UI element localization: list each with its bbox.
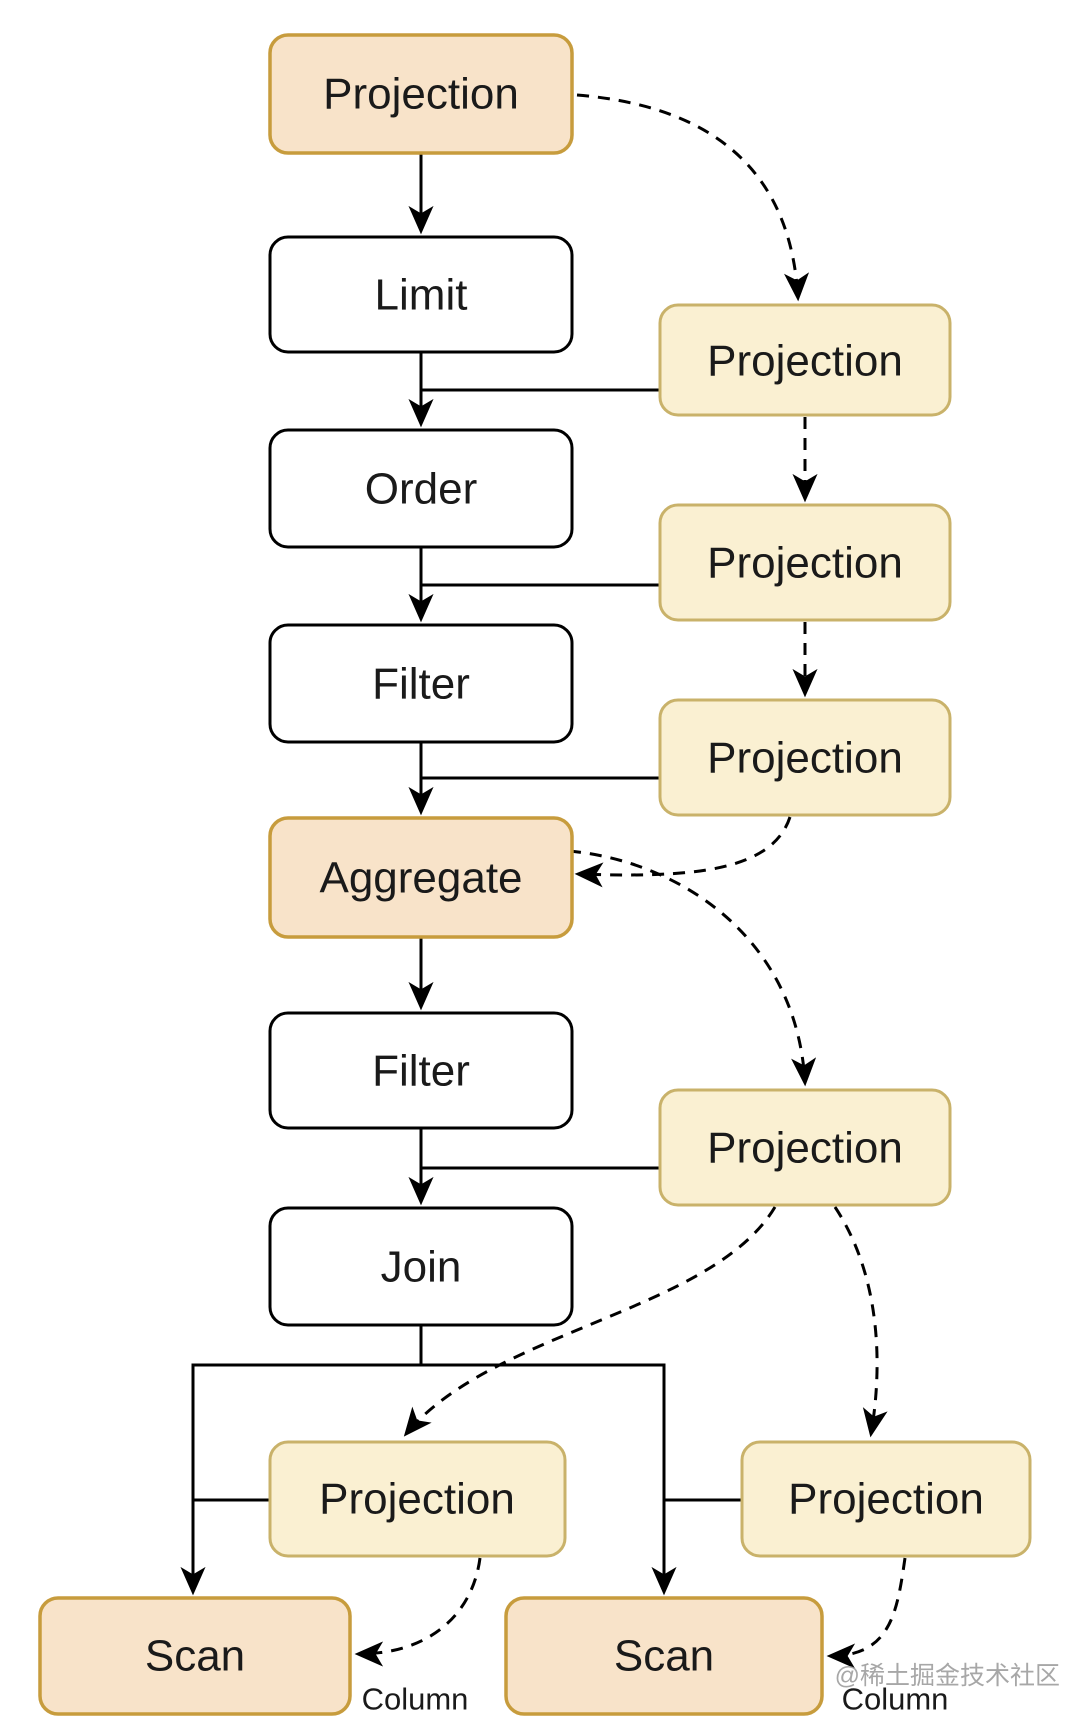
node-projection-right-2-label: Projection [707, 539, 903, 588]
node-join: Join [268, 1206, 574, 1327]
dashed-bottom-left-to-scan-left [354, 1557, 482, 1667]
dashed-projection-right-4-to-bottom-left [403, 1206, 777, 1437]
column-label-left: Column [362, 1682, 469, 1717]
node-projection-bottom-left: Projection [268, 1440, 567, 1558]
node-join-label: Join [381, 1243, 462, 1292]
dashed-bottom-right-to-scan-right [826, 1557, 907, 1669]
node-scan-right: Scan [504, 1596, 824, 1716]
node-filter-lower-label: Filter [372, 1047, 470, 1096]
dashed-root-to-projection-right-1 [576, 93, 810, 302]
node-aggregate: Aggregate [268, 816, 574, 939]
node-scan-left-label: Scan [145, 1632, 245, 1681]
dashed-projection-right-4-to-bottom-right [833, 1206, 888, 1438]
node-filter-upper-label: Filter [372, 660, 470, 709]
node-projection-right-4: Projection [658, 1088, 952, 1207]
node-projection-bottom-right-label: Projection [788, 1475, 984, 1524]
node-order-label: Order [365, 465, 477, 514]
node-aggregate-label: Aggregate [319, 854, 522, 903]
node-scan-right-label: Scan [614, 1632, 714, 1681]
node-projection-right-1-label: Projection [707, 337, 903, 386]
node-projection-right-4-label: Projection [707, 1124, 903, 1173]
node-limit-label: Limit [375, 271, 468, 320]
node-projection-right-3: Projection [658, 698, 952, 817]
dashed-aggregate-to-projection-right-4 [568, 849, 817, 1087]
watermark-text: @稀土掘金技术社区 [835, 1662, 1060, 1690]
node-projection-bottom-left-label: Projection [319, 1475, 515, 1524]
node-scan-left: Scan [38, 1596, 352, 1716]
node-projection-bottom-right: Projection [740, 1440, 1032, 1558]
node-projection-right-3-label: Projection [707, 734, 903, 783]
node-projection-root-label: Projection [323, 70, 519, 119]
column-label-right: Column [842, 1682, 949, 1717]
node-filter-upper: Filter [268, 623, 574, 744]
dashed-projection-right-3-to-aggregate [574, 816, 792, 888]
node-limit: Limit [268, 235, 574, 354]
node-projection-right-2: Projection [658, 503, 952, 622]
node-projection-root: Projection [268, 33, 574, 155]
node-filter-lower: Filter [268, 1011, 574, 1130]
node-projection-right-1: Projection [658, 303, 952, 417]
node-order: Order [268, 428, 574, 549]
